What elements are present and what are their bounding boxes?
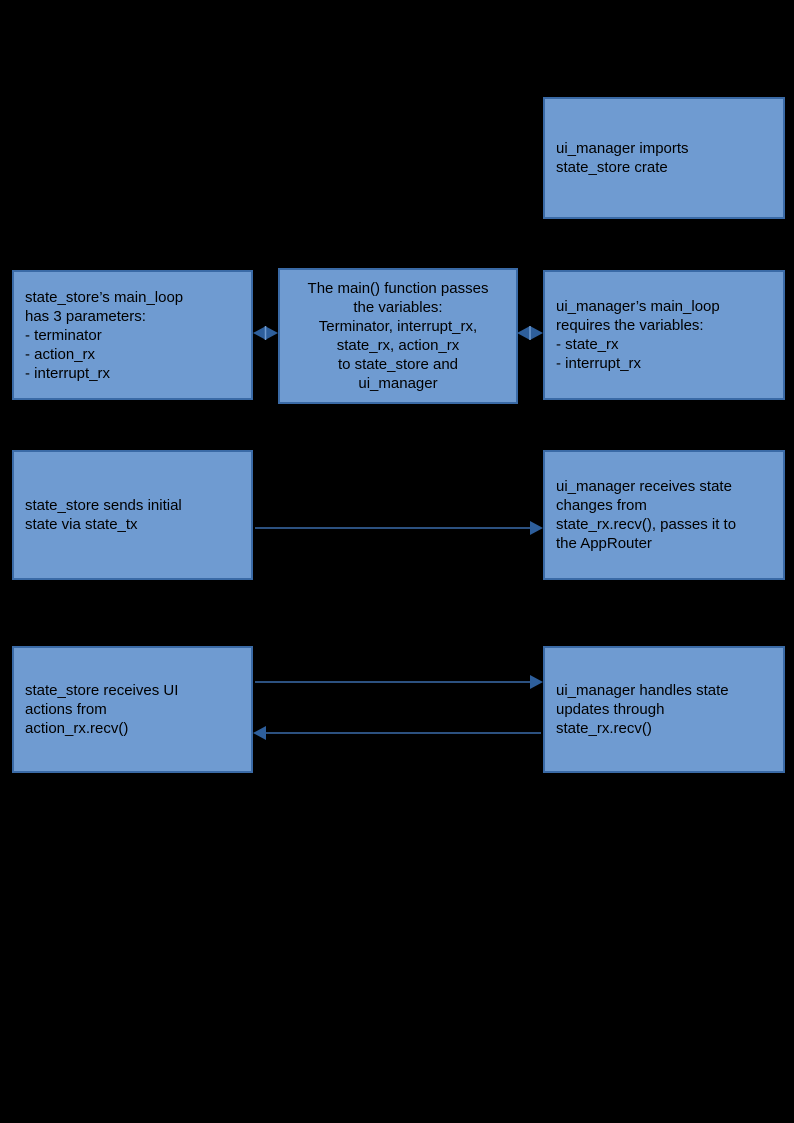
edge-bidirectional-right-icon bbox=[517, 326, 543, 340]
node-ui-manager-imports-label: ui_manager imports state_store crate bbox=[556, 140, 689, 176]
node-ui-manager-receives-state-label: ui_manager receives state changes from s… bbox=[556, 478, 737, 552]
edge-ui-actions-arrow bbox=[255, 675, 543, 689]
node-state-store-receives-actions-label: state_store receives UI actions from act… bbox=[25, 682, 179, 737]
node-main-function-passes-label: The main() function passes the variables… bbox=[307, 280, 489, 392]
node-ui-manager-main-loop: ui_manager’s main_loop requires the vari… bbox=[543, 270, 785, 400]
node-state-store-main-loop: state_store’s main_loop has 3 parameters… bbox=[12, 270, 253, 400]
node-state-store-sends-initial: state_store sends initial state via stat… bbox=[12, 450, 253, 580]
node-state-store-main-loop-label: state_store’s main_loop has 3 parameters… bbox=[25, 288, 184, 382]
edge-bidirectional-left-icon bbox=[253, 326, 278, 340]
node-ui-manager-handles-updates: ui_manager handles state updates through… bbox=[543, 646, 785, 773]
edge-state-update-return-arrow bbox=[253, 726, 541, 740]
node-ui-manager-imports: ui_manager imports state_store crate bbox=[543, 97, 785, 219]
node-ui-manager-receives-state: ui_manager receives state changes from s… bbox=[543, 450, 785, 580]
node-state-store-sends-initial-label: state_store sends initial state via stat… bbox=[25, 497, 182, 533]
node-ui-manager-main-loop-label: ui_manager’s main_loop requires the vari… bbox=[556, 298, 720, 372]
node-state-store-receives-actions: state_store receives UI actions from act… bbox=[12, 646, 253, 773]
edge-initial-state-arrow bbox=[255, 521, 543, 535]
node-main-function-passes: The main() function passes the variables… bbox=[278, 268, 518, 404]
node-ui-manager-handles-updates-label: ui_manager handles state updates through… bbox=[556, 682, 729, 737]
